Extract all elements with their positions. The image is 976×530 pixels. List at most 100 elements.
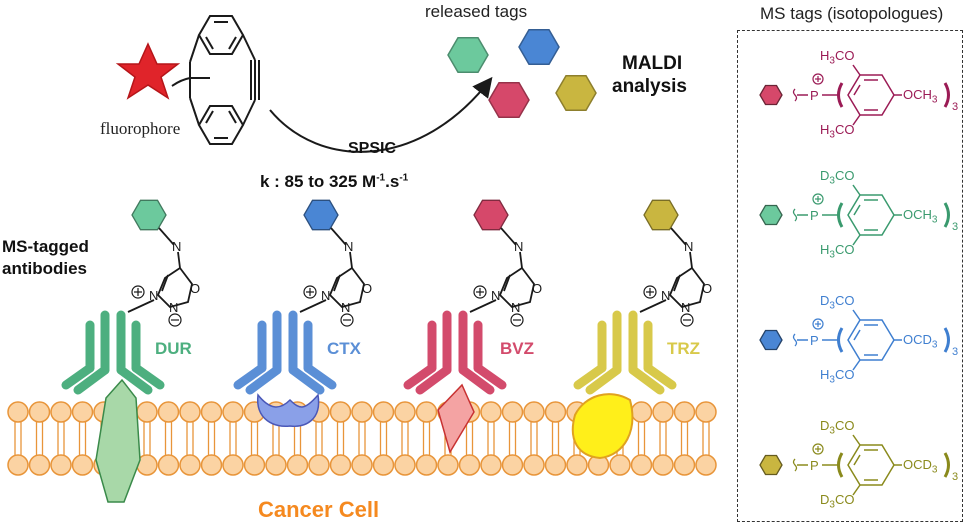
- released-tags-group: [447, 28, 597, 119]
- lipid-head: [609, 454, 631, 476]
- panel-tag-hexagon: [759, 329, 783, 351]
- tag-hexagon: [303, 199, 339, 231]
- atom-O: O: [190, 281, 200, 296]
- formula-top: D3CO: [820, 293, 855, 312]
- atom-N: N: [321, 288, 330, 303]
- lipid-head: [480, 454, 502, 476]
- panel-title: MS tags (isotopologues): [760, 4, 944, 23]
- lipid-head: [157, 401, 180, 423]
- lipid-head: [566, 454, 588, 476]
- formula-bottom: H3CO: [820, 367, 855, 386]
- lipid-head: [200, 454, 223, 476]
- lipid-head: [501, 401, 524, 423]
- atom-O: O: [532, 281, 542, 296]
- formula-top: D3CO: [820, 168, 855, 187]
- antibody-label-bvz: BVZ: [500, 339, 534, 358]
- lipid-head: [71, 401, 94, 423]
- lipid-head: [265, 454, 287, 476]
- lipid-head: [351, 401, 373, 423]
- atom-N: N: [681, 300, 690, 315]
- released-tag-hexagon: [518, 28, 560, 66]
- analysis-label: analysis: [612, 76, 687, 97]
- ms-tagged-label: MS-tagged: [2, 237, 89, 256]
- lipid-head: [136, 401, 158, 423]
- released-tag-hexagon: [488, 81, 530, 119]
- formula-outer-subscript: 3: [952, 221, 959, 233]
- panel-tag-1: P: [759, 64, 950, 126]
- atom-N: N: [514, 239, 523, 254]
- lipid-head: [501, 454, 524, 476]
- atom-N: N: [511, 300, 520, 315]
- panel-tag-2: P: [759, 184, 950, 246]
- atom-N: N: [341, 300, 350, 315]
- lipid-head: [372, 454, 395, 476]
- lipid-head: [372, 401, 395, 423]
- formula-right: OCD3: [903, 332, 938, 351]
- lipid-head: [630, 401, 653, 423]
- lipid-head: [544, 401, 567, 423]
- cyclooctyne-molecule: [171, 15, 260, 145]
- lipid-head: [7, 454, 29, 476]
- lipid-head: [179, 454, 201, 476]
- lipid-head: [695, 401, 717, 423]
- receptor-bvz: [437, 383, 475, 454]
- lipid-head: [673, 454, 696, 476]
- atom-O: O: [362, 281, 372, 296]
- atom-N: N: [344, 239, 353, 254]
- tag-hexagon: [643, 199, 679, 231]
- tag-hexagon: [131, 199, 167, 231]
- formula-outer-subscript: 3: [952, 346, 959, 358]
- lipid-head: [329, 454, 352, 476]
- lipid-head: [544, 454, 567, 476]
- lipid-head: [243, 454, 266, 476]
- cancer-cell-label: Cancer Cell: [258, 497, 380, 522]
- lipid-head: [415, 454, 438, 476]
- lipid-head: [50, 401, 72, 423]
- panel-tag-hexagon: [759, 204, 783, 226]
- panel-tag-3: P: [759, 309, 950, 371]
- lipid-head: [308, 454, 330, 476]
- atom-N: N: [169, 300, 178, 315]
- lipid-head: [329, 401, 352, 423]
- lipid-head: [523, 401, 545, 423]
- formula-outer-subscript: 3: [952, 101, 959, 113]
- reaction-label: SPSIC: [348, 140, 397, 157]
- formula-top: H3CO: [820, 48, 855, 67]
- atom-P: P: [810, 458, 819, 473]
- lipid-head: [28, 401, 51, 423]
- formula-bottom: H3CO: [820, 242, 855, 261]
- tag-hexagon: [473, 199, 509, 231]
- lipid-head: [415, 401, 438, 423]
- antibody-label-dur: DUR: [155, 339, 192, 358]
- formula-top: D3CO: [820, 418, 855, 437]
- atom-N: N: [684, 239, 693, 254]
- lipid-head: [394, 401, 416, 423]
- lipid-head: [458, 454, 481, 476]
- fluorophore-label: fluorophore: [100, 119, 181, 138]
- receptor-trz: [571, 393, 634, 460]
- released-tag-hexagon: [555, 74, 597, 112]
- ms-tags-panel: [737, 30, 963, 522]
- rate-constant-label: k : 85 to 325 M-1.s-1: [260, 172, 409, 191]
- reaction-arrow: [269, 76, 493, 153]
- fluorophore-star: [115, 42, 181, 100]
- lipid-head: [7, 401, 29, 423]
- lipid-head: [523, 454, 545, 476]
- lipid-head: [222, 401, 244, 423]
- receptor-dur: [95, 378, 141, 503]
- lipid-head: [652, 401, 674, 423]
- formula-right: OCD3: [903, 457, 938, 476]
- lipid-head: [394, 454, 416, 476]
- lipid-head: [351, 454, 373, 476]
- panel-tag-hexagon: [759, 454, 783, 476]
- panel-tag-hexagon: [759, 84, 783, 106]
- formula-outer-subscript: 3: [952, 471, 959, 483]
- panel-structures: P P P P: [759, 64, 950, 496]
- atom-P: P: [810, 208, 819, 223]
- lipid-head: [652, 454, 674, 476]
- formula-right: OCH3: [903, 87, 938, 106]
